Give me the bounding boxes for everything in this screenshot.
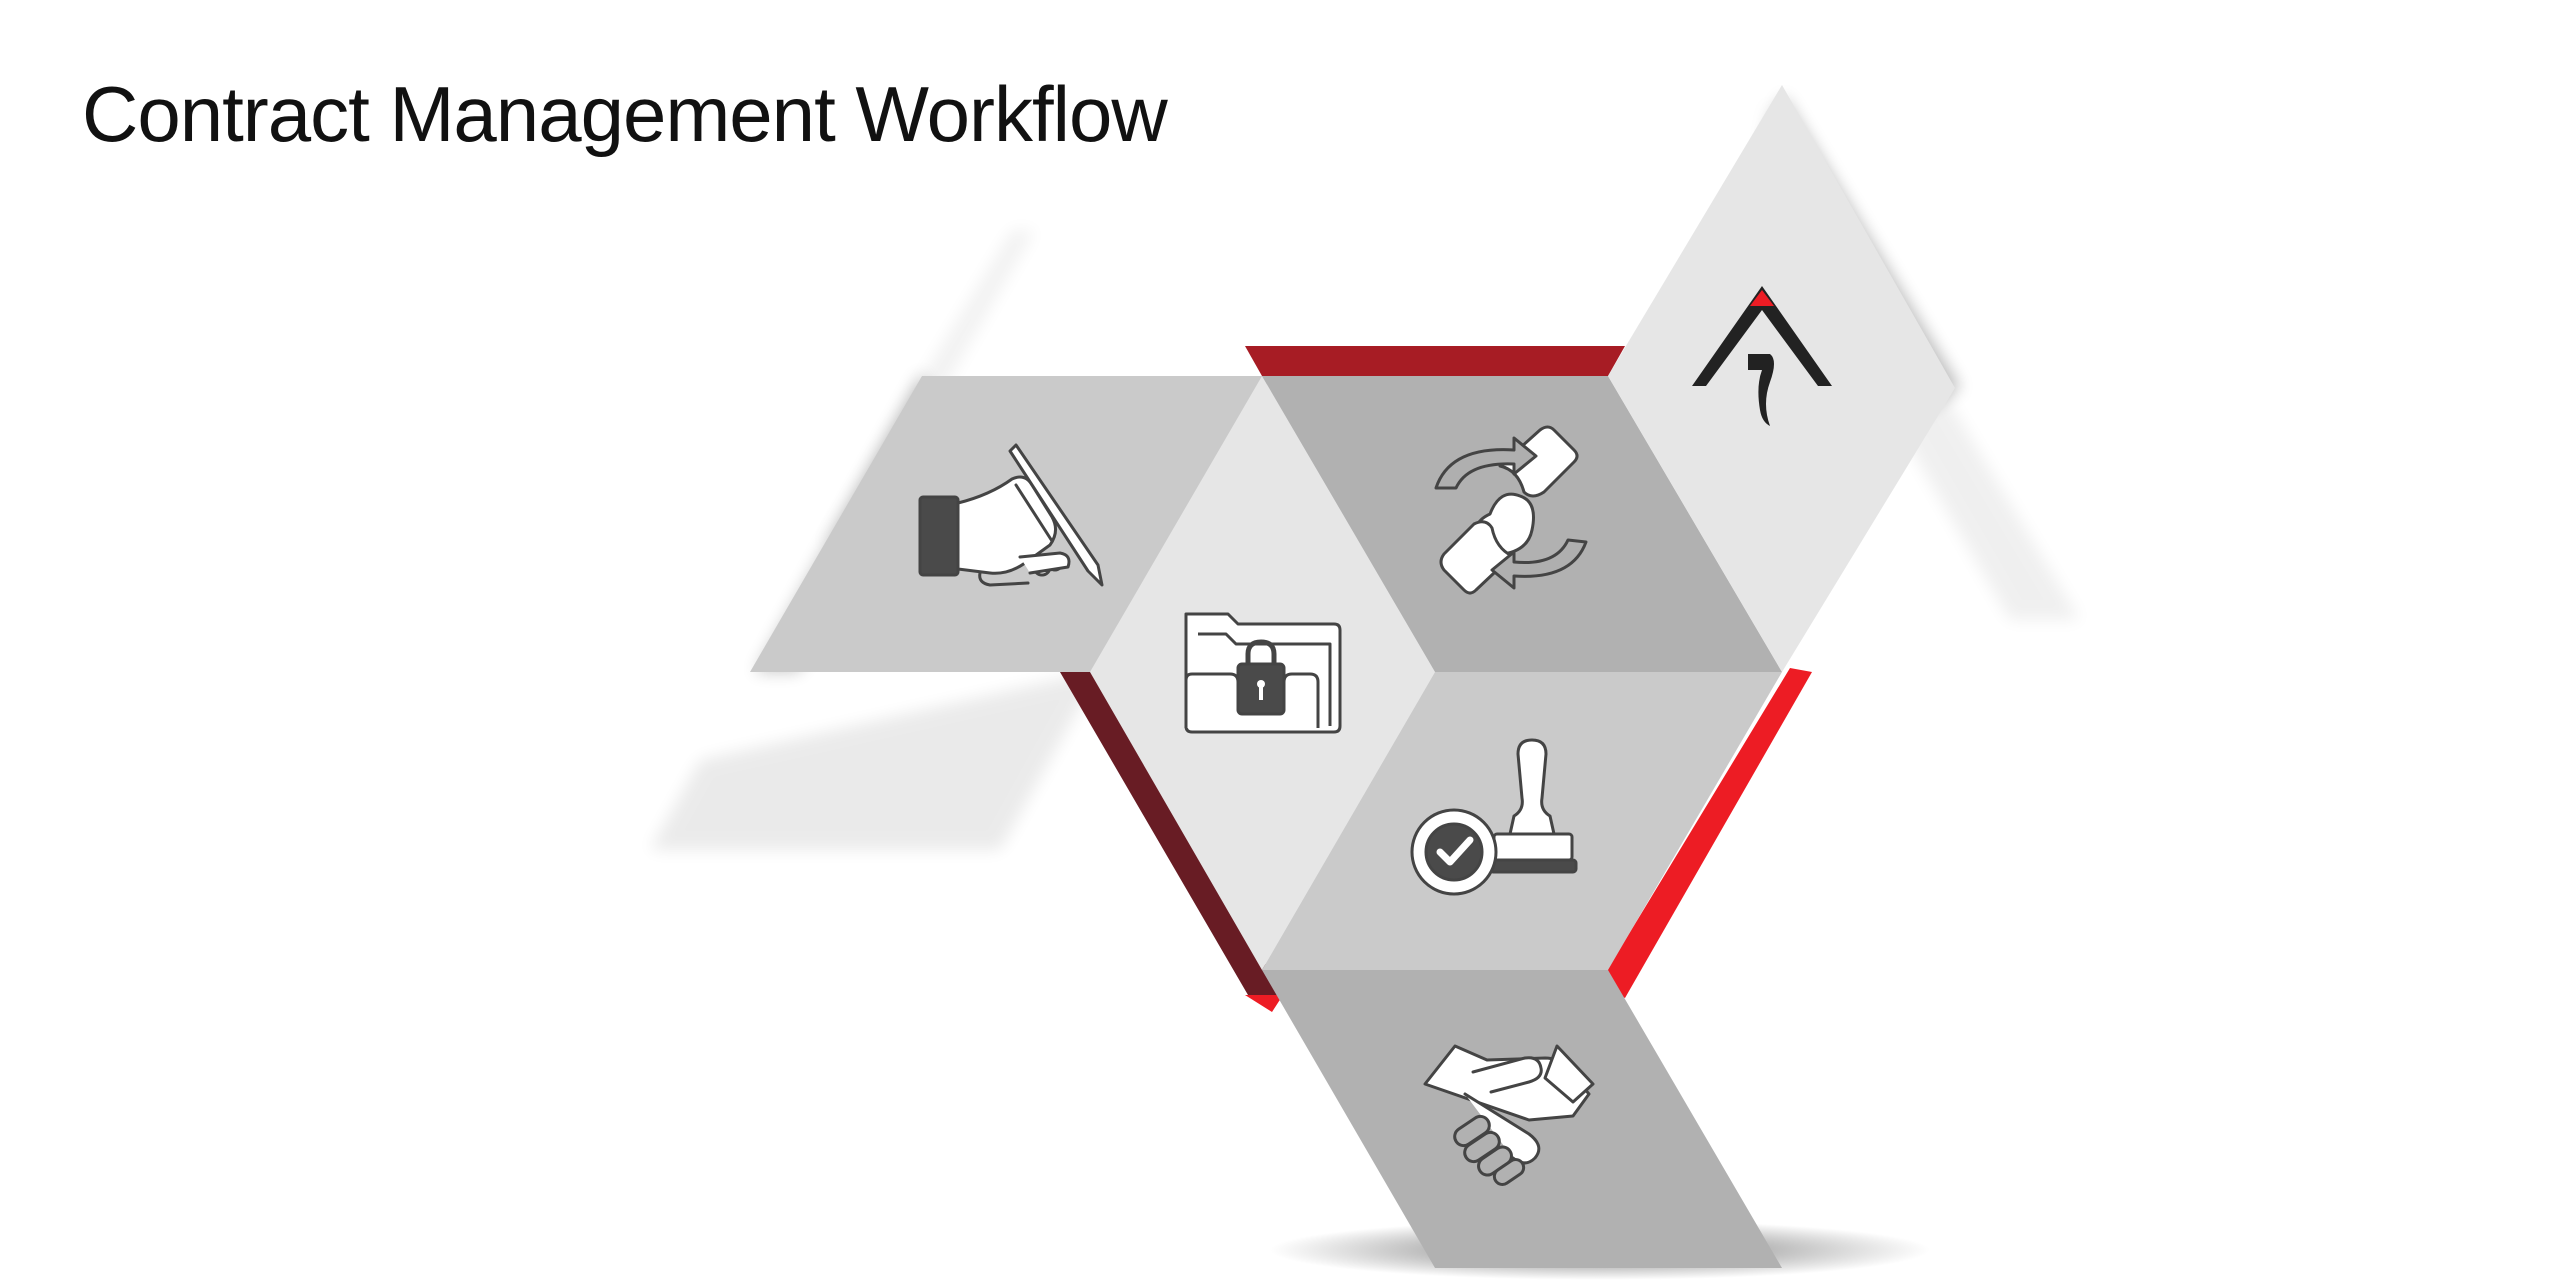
approval-stamp-icon	[1410, 738, 1578, 896]
frame-bottom-left	[1060, 672, 1283, 995]
hexagon-frame	[1060, 346, 1812, 1012]
page-title: Contract Management Workflow	[82, 70, 1168, 158]
panel-growth	[1608, 85, 1955, 672]
frame-top	[1245, 346, 1625, 376]
handshake-icon	[1423, 1044, 1595, 1186]
locked-folder-icon	[1184, 612, 1342, 734]
hexagon-panels	[750, 85, 1955, 1268]
frame-corner-accent	[1245, 995, 1283, 1012]
hand-signing-icon	[918, 443, 1104, 587]
frame-right	[1598, 668, 1812, 998]
upward-arrow-icon	[1692, 286, 1832, 426]
document-exchange-icon	[1434, 425, 1588, 595]
